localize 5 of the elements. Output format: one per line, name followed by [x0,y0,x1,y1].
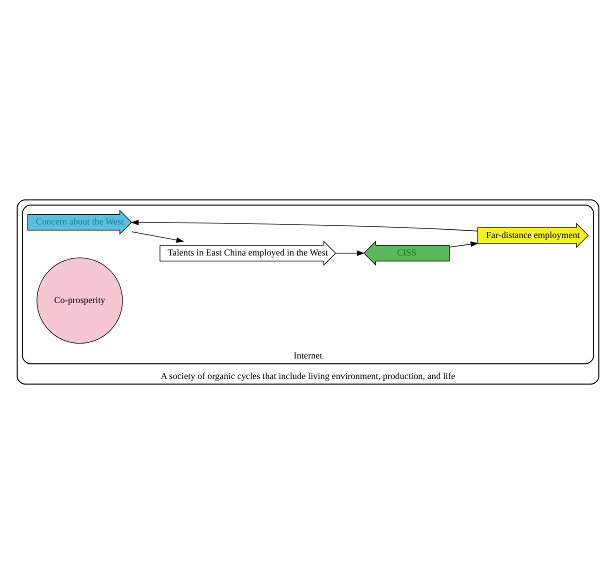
node-circle: Co-prosperity [36,257,123,344]
arrow [335,250,365,256]
arrow [131,231,184,243]
arrow [130,220,478,232]
arrow [449,241,478,248]
